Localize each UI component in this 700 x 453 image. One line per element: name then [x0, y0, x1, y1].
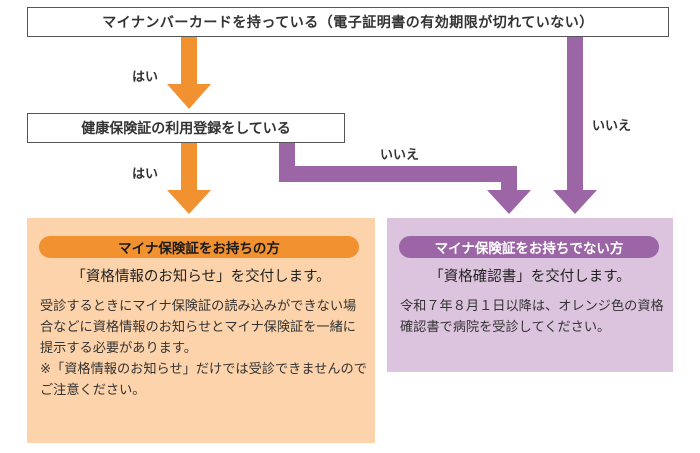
label-no-1: いいえ	[592, 119, 632, 134]
panel-lead: 「資格確認書」を交付します。	[429, 269, 631, 285]
panel-note: ※「資格情報のお知らせ」だけでは受診できませんのでご注意ください。	[40, 362, 367, 398]
label-yes-2: はい	[132, 167, 159, 182]
panel-body: 令和７年８月１日以降は、オレンジ色の資格確認書で病院を受診してください。	[400, 296, 667, 338]
condition-text: 健康保険証の利用登録をしている	[81, 121, 291, 137]
arrow-no-2	[279, 143, 531, 214]
arrow-no-1	[553, 37, 597, 214]
panel-title: マイナ保険証をお持ちの方	[39, 236, 359, 258]
panel-has-mynumber-insurance: マイナ保険証をお持ちの方 「資格情報のお知らせ」を交付します。 受診するときにマ…	[27, 218, 375, 443]
condition-text: マイナンバーカードを持っている（電子証明書の有効期限が切れていない）	[102, 15, 594, 31]
arrow-yes-2	[167, 143, 211, 214]
condition-box-mynumber-card: マイナンバーカードを持っている（電子証明書の有効期限が切れていない）	[27, 7, 669, 37]
panel-body: 受診するときにマイナ保険証の読み込みができない場合などに資格情報のお知らせとマイ…	[40, 296, 369, 401]
arrow-yes-1	[167, 37, 211, 109]
label-no-2: いいえ	[380, 148, 420, 163]
panel-lead: 「資格情報のお知らせ」を交付します。	[71, 269, 331, 285]
panel-title: マイナ保険証をお持ちでない方	[399, 236, 659, 258]
panel-body-text: 令和７年８月１日以降は、オレンジ色の資格確認書で病院を受診してください。	[400, 299, 664, 335]
label-yes-1: はい	[132, 70, 159, 85]
condition-box-insurance-registration: 健康保険証の利用登録をしている	[27, 113, 345, 143]
panel-body-text: 受診するときにマイナ保険証の読み込みができない場合などに資格情報のお知らせとマイ…	[40, 299, 357, 356]
panel-no-mynumber-insurance: マイナ保険証をお持ちでない方 「資格確認書」を交付します。 令和７年８月１日以降…	[387, 218, 673, 372]
